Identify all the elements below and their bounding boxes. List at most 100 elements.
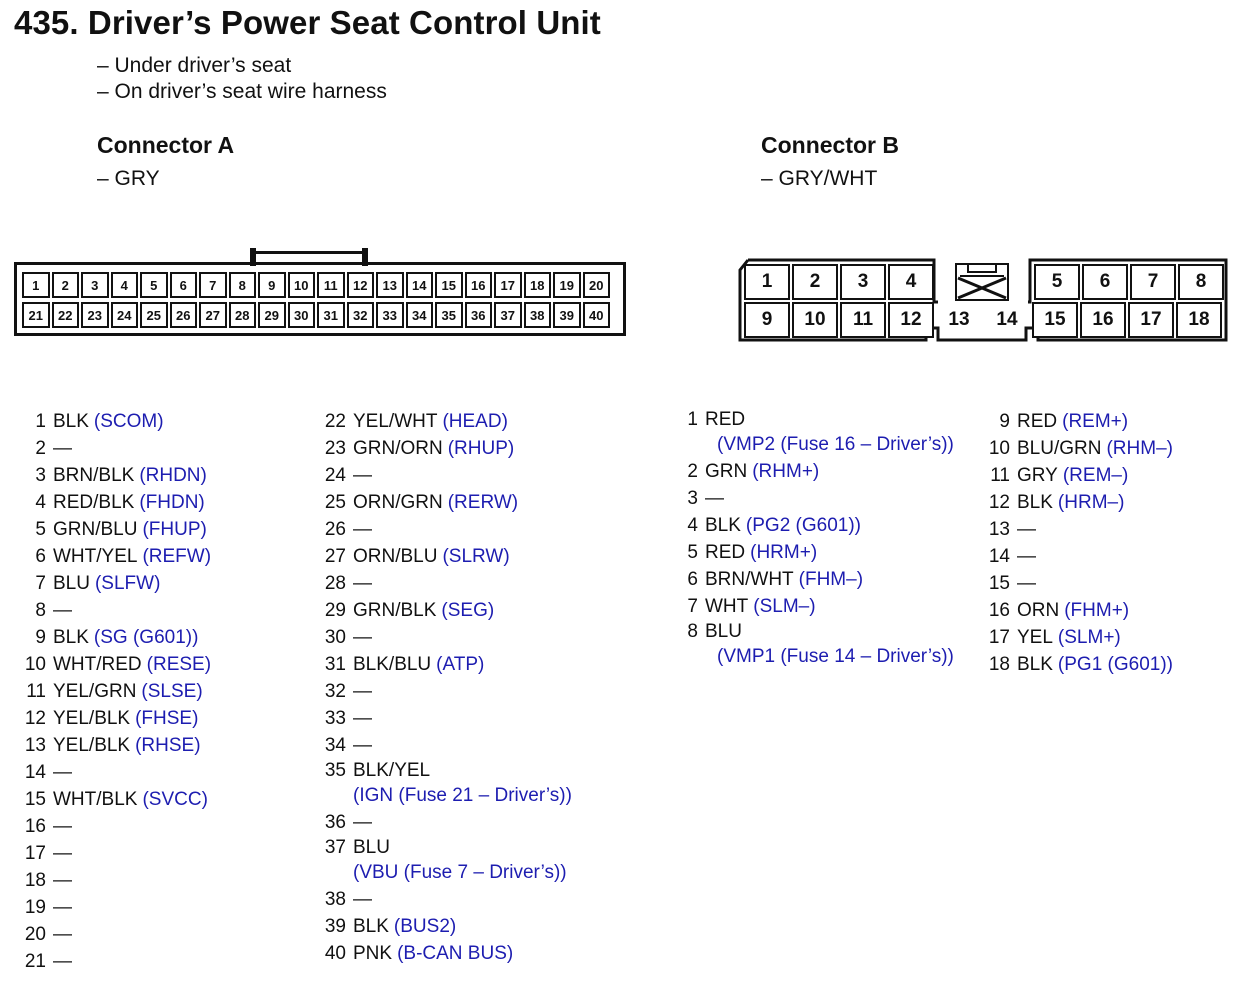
connector-b-pin-18: 18: [1176, 302, 1222, 338]
pin-number: 18: [988, 654, 1010, 675]
pin-number: 5: [687, 542, 698, 563]
wire-color: BRN/BLK: [53, 465, 135, 486]
connector-b-pin-9: 9: [744, 302, 790, 338]
pin-number: 7: [687, 596, 698, 617]
pin-number: 10: [988, 438, 1010, 459]
wire-color: BLU: [53, 573, 90, 594]
connector-b-pin-13: 13: [948, 309, 970, 330]
signal-name: (PG1 (G601)): [1057, 654, 1174, 675]
wire-color: —: [53, 762, 72, 783]
pin-number: 12: [988, 492, 1010, 513]
wire-color: —: [1017, 573, 1036, 594]
connector-a-pin-25: 25: [140, 302, 168, 328]
connector-a-pin-24: 24: [110, 302, 138, 328]
wire-color: —: [353, 812, 372, 833]
signal-name: (VMP1 (Fuse 14 – Driver’s)): [717, 646, 954, 667]
wire-color: WHT/BLK: [53, 789, 138, 810]
connector-b-pin-7: 7: [1130, 264, 1176, 300]
connector-a-pin-27: 27: [199, 302, 227, 328]
wire-color: GRN/ORN: [353, 438, 443, 459]
connector-a-pin-3: 3: [81, 272, 109, 298]
connector-a-pin-row-7: 7 BLU(SLFW): [22, 570, 211, 597]
pin-number: 8: [687, 621, 698, 642]
connector-b-outline: [738, 258, 1228, 342]
wire-color: YEL/BLK: [53, 735, 131, 756]
wire-color: —: [353, 681, 372, 702]
pin-number: 22: [324, 411, 346, 432]
connector-a-pin-40: 40: [582, 302, 610, 328]
wire-color: BLK: [53, 627, 89, 648]
wire-color: RED: [705, 409, 746, 430]
wire-color: BLK: [705, 515, 741, 536]
connector-a-pin-row-19: 19—: [22, 894, 211, 921]
wire-color: YEL/BLK: [53, 708, 131, 729]
wire-color: —: [353, 627, 372, 648]
connector-b-pin-5: 5: [1034, 264, 1080, 300]
wire-color: —: [53, 870, 72, 891]
wire-color: —: [353, 465, 372, 486]
pin-number: 26: [324, 519, 346, 540]
pin-number: 12: [24, 708, 46, 729]
signal-name: (VBU (Fuse 7 – Driver’s)): [353, 862, 567, 883]
pin-number: 35: [324, 760, 346, 781]
wire-color: GRN/BLU: [53, 519, 138, 540]
signal-name: (FHM–): [798, 569, 864, 590]
signal-name: (RESE): [146, 654, 212, 675]
connector-a-pin-row-38: 38—: [322, 886, 680, 913]
wire-color: GRY: [1017, 465, 1058, 486]
connector-a-pin-4: 4: [110, 272, 138, 298]
signal-name: (SLFW): [94, 573, 161, 594]
signal-name: (SG (G601)): [93, 627, 199, 648]
connector-b-pin-6: 6: [1082, 264, 1128, 300]
connector-b-pin-row-13: 13—: [986, 516, 1173, 543]
signal-name: (RHM+): [752, 461, 820, 482]
pin-number: 32: [324, 681, 346, 702]
pin-number: 37: [324, 837, 346, 858]
connector-a-pin-32: 32: [346, 302, 374, 328]
pin-number: 7: [35, 573, 46, 594]
wire-color: —: [1017, 546, 1036, 567]
signal-name: (B-CAN BUS): [397, 943, 514, 964]
pin-number: 6: [35, 546, 46, 567]
wire-color: RED: [705, 542, 746, 563]
signal-name: (IGN (Fuse 21 – Driver’s)): [353, 785, 572, 806]
pin-number: 36: [324, 812, 346, 833]
connector-a-pin-row-24: 24 —: [322, 462, 680, 489]
pin-number: 4: [35, 492, 46, 513]
connector-a-pin-17: 17: [494, 272, 522, 298]
connector-a-pin-row-26: 26—: [322, 516, 680, 543]
wire-color: RED/BLK: [53, 492, 135, 513]
connector-a-pin-7: 7: [199, 272, 227, 298]
pin-number: 24: [324, 465, 346, 486]
pin-number: 1: [35, 411, 46, 432]
wire-color: BLK: [1017, 654, 1053, 675]
signal-name: (SLSE): [141, 681, 203, 702]
wire-color: GRN: [705, 461, 748, 482]
pin-number: 40: [324, 943, 346, 964]
wire-color: RED: [1017, 411, 1058, 432]
wire-color: ORN: [1017, 600, 1060, 621]
pin-number: 29: [324, 600, 346, 621]
signal-name: (SEG): [441, 600, 495, 621]
pin-number: 15: [24, 789, 46, 810]
connector-a-pin-28: 28: [228, 302, 256, 328]
connector-b-title: Connector B: [761, 132, 899, 158]
signal-name: (REM–): [1062, 465, 1129, 486]
connector-a-pin-row-8: 8—: [22, 597, 211, 624]
wire-color: —: [53, 843, 72, 864]
